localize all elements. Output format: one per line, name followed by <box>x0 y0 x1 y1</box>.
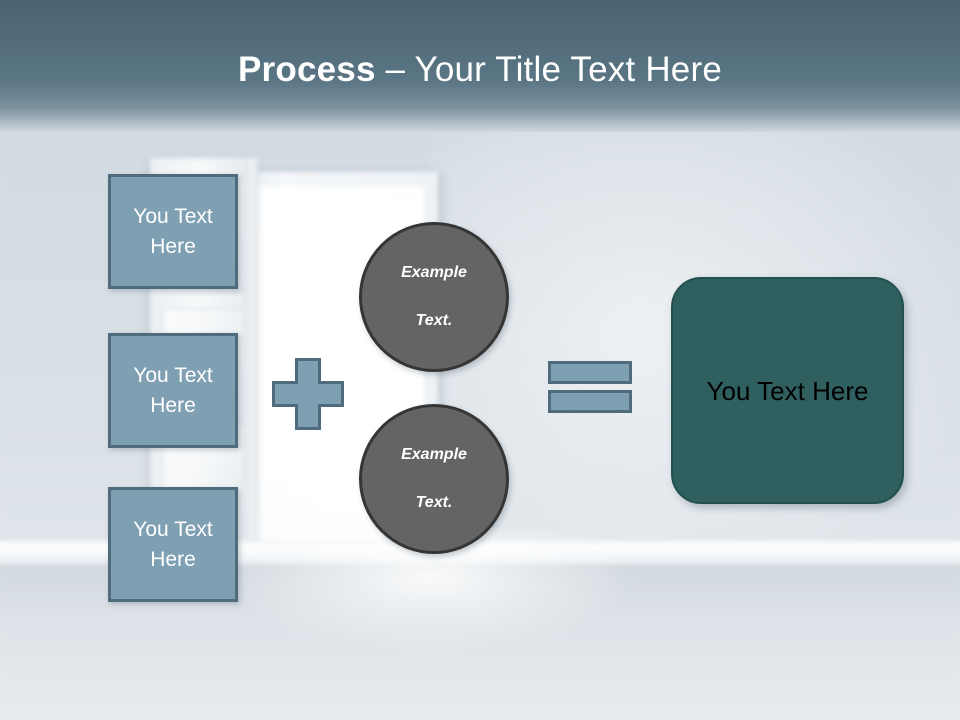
source-box-2-label: You Text Here <box>133 363 213 417</box>
header-band: Process – Your Title Text Here <box>0 0 960 132</box>
source-box-3-label: You Text Here <box>133 517 213 571</box>
source-box-1[interactable]: You Text Here <box>108 174 238 289</box>
slide-title: Process – Your Title Text Here <box>0 48 960 92</box>
slide-title-strong: Process <box>238 50 376 89</box>
door-edge <box>244 158 254 583</box>
source-box-3[interactable]: You Text Here <box>108 487 238 602</box>
slide-title-rest: – Your Title Text Here <box>375 50 722 89</box>
example-circle-2-line1: Example <box>401 446 467 463</box>
example-circle-1-line1: Example <box>401 264 467 281</box>
plus-inner-vertical <box>298 361 318 427</box>
result-box[interactable]: You Text Here <box>671 277 904 504</box>
example-circle-2-line2: Text. <box>415 494 453 511</box>
source-box-1-label: You Text Here <box>133 204 213 258</box>
floor-light-reflection <box>170 530 690 720</box>
equals-top-bar <box>548 361 632 384</box>
equals-icon <box>548 361 632 413</box>
example-circle-1-line2: Text. <box>415 312 453 329</box>
plus-icon <box>272 358 344 430</box>
equals-bottom-bar <box>548 390 632 413</box>
source-box-2[interactable]: You Text Here <box>108 333 238 448</box>
result-box-label: You Text Here <box>706 375 869 406</box>
